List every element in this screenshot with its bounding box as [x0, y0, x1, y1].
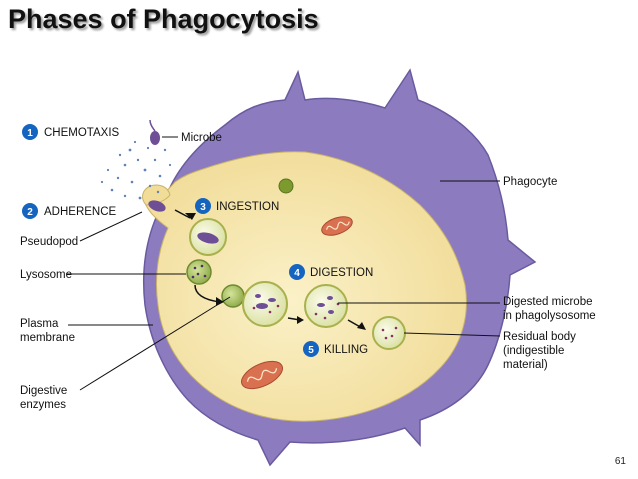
granule	[278, 178, 294, 194]
label-pseudopod: Pseudopod	[20, 236, 78, 248]
mitochondrion-top	[321, 216, 353, 236]
pseudopod	[142, 184, 171, 206]
cytoplasm	[145, 151, 467, 422]
microbe-free	[150, 131, 160, 145]
label-residual-body-1: Residual body	[503, 331, 576, 343]
page-title: Phases of Phagocytosis	[8, 4, 319, 34]
label-residual-body-3: material)	[503, 359, 548, 371]
step-label-killing: KILLING	[324, 344, 368, 356]
microbe-adhered	[148, 200, 166, 212]
step-badge-2: 2	[22, 203, 38, 219]
page-number: 61	[614, 456, 626, 467]
fusing-lysosome	[221, 284, 245, 308]
step-label-ingestion: INGESTION	[216, 201, 279, 213]
mitochondrion-bottom	[241, 360, 283, 390]
label-digested-microbe-2: in phagolysosome	[503, 310, 596, 322]
step-badge-1: 1	[22, 124, 38, 140]
chemotaxis-particles	[100, 140, 172, 200]
lysosome	[186, 259, 212, 285]
label-plasma-membrane-2: membrane	[20, 332, 75, 344]
svg-text:1: 1	[27, 128, 33, 139]
step-label-digestion: DIGESTION	[310, 267, 373, 279]
label-phagocyte: Phagocyte	[503, 176, 557, 188]
label-digested-microbe-1: Digested microbe	[503, 296, 592, 308]
svg-text:4: 4	[294, 268, 300, 279]
phagolysosome-2	[304, 284, 348, 328]
label-residual-body-2: (indigestible	[503, 345, 564, 357]
step-badge-5: 5	[303, 341, 319, 357]
svg-text:3: 3	[200, 202, 206, 213]
label-lysosome: Lysosome	[20, 269, 72, 281]
label-digestive-enzymes-2: enzymes	[20, 399, 66, 411]
label-plasma-membrane-1: Plasma	[20, 318, 59, 330]
svg-text:5: 5	[308, 345, 314, 356]
label-microbe: Microbe	[181, 132, 222, 144]
step-badge-3: 3	[195, 198, 211, 214]
step-label-adherence: ADHERENCE	[44, 206, 117, 218]
residual-body	[372, 316, 406, 350]
label-digestive-enzymes-1: Digestive	[20, 385, 67, 397]
step-badge-4: 4	[289, 264, 305, 280]
svg-text:2: 2	[27, 207, 33, 218]
leader-lines	[66, 136, 501, 391]
step-label-chemotaxis: CHEMOTAXIS	[44, 127, 120, 139]
